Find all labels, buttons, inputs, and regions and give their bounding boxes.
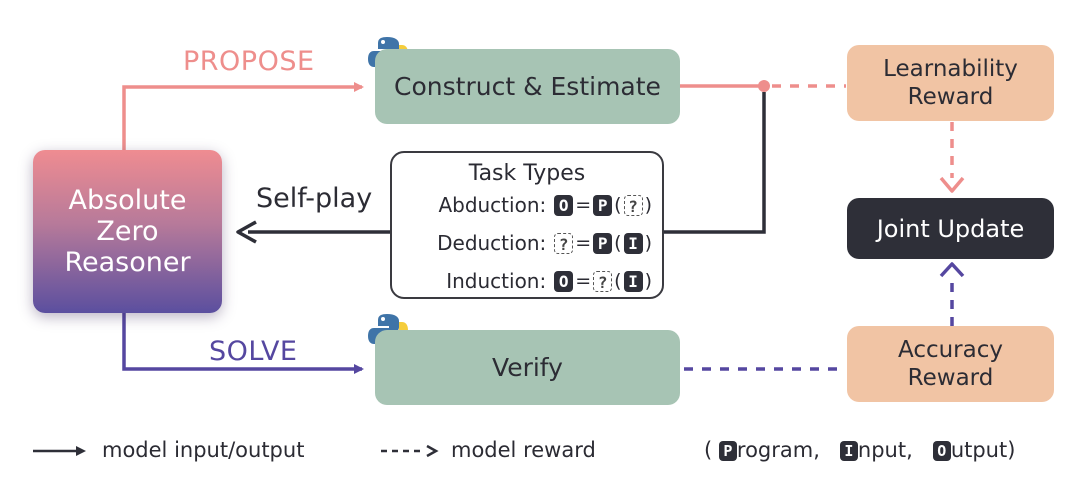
legend-output-glyph: O: [932, 441, 951, 461]
legend-dashed-label: model reward: [451, 438, 596, 462]
open-paren: (: [614, 270, 622, 292]
solve-label: SOLVE: [209, 336, 298, 367]
input-glyph: I: [623, 232, 643, 254]
equals-sign: =: [575, 270, 592, 292]
propose-arrow: [122, 82, 364, 150]
joint-update-box: Joint Update: [847, 198, 1054, 259]
task-row-induction: Induction: O = ? ( I ): [392, 269, 654, 293]
input-glyph: I: [623, 270, 643, 292]
output-glyph: O: [554, 270, 574, 292]
verify-box: Verify: [375, 330, 680, 405]
legend-program-glyph: P: [718, 441, 737, 461]
construct-estimate-box: Construct & Estimate: [375, 49, 680, 124]
task-name: Deduction:: [437, 231, 547, 255]
joint-update-label: Joint Update: [876, 214, 1025, 243]
junction-dot: [758, 80, 770, 92]
learnability-line-2: Reward: [907, 84, 994, 110]
legend-input-text: nput,: [857, 438, 913, 462]
learnability-reward-box: Learnability Reward: [847, 45, 1054, 121]
reasoner-line-1: Absolute: [68, 185, 187, 216]
verify-label: Verify: [492, 353, 563, 382]
legend-open-paren: (: [704, 438, 713, 462]
close-paren: ): [644, 232, 652, 254]
legend-output-text: utput): [950, 438, 1016, 462]
task-feed-line: [664, 92, 766, 234]
output-glyph: O: [554, 194, 574, 216]
legend-program-text: rogram,: [736, 438, 820, 462]
solve-arrow: [122, 313, 364, 374]
equals-sign: =: [575, 194, 592, 216]
reasoner-line-2: Zero: [96, 216, 159, 247]
task-row-deduction: Deduction: ? = P ( I ): [392, 231, 654, 255]
propose-label: PROPOSE: [183, 46, 315, 77]
legend-input-glyph: I: [839, 441, 858, 461]
program-glyph: P: [593, 232, 613, 254]
accuracy-line-2: Reward: [907, 365, 994, 391]
reasoner-line-3: Reasoner: [64, 247, 191, 278]
accuracy-line-1: Accuracy: [897, 337, 1003, 363]
equals-sign: =: [575, 232, 592, 254]
accuracy-arrowhead: [939, 262, 965, 278]
legend-solid-label: model input/output: [102, 438, 305, 462]
unknown-glyph: ?: [554, 232, 574, 254]
task-name: Induction:: [446, 269, 547, 293]
learnability-arrowhead: [939, 176, 965, 193]
task-types-box: Task Types Abduction: O = P ( ? ) Deduct…: [390, 151, 664, 299]
open-paren: (: [614, 232, 622, 254]
legend-dashed-arrowhead: [426, 444, 439, 458]
accuracy-reward-box: Accuracy Reward: [847, 326, 1054, 402]
self-play-arrowhead: [236, 220, 257, 244]
self-play-label: Self-play: [256, 183, 373, 214]
unknown-glyph: ?: [623, 194, 643, 216]
program-glyph: P: [593, 194, 613, 216]
close-paren: ): [644, 194, 652, 216]
absolute-zero-reasoner-box: Absolute Zero Reasoner: [33, 150, 222, 313]
unknown-glyph: ?: [593, 270, 613, 292]
task-name: Abduction:: [438, 193, 547, 217]
task-types-title: Task Types: [468, 161, 586, 186]
legend-solid-arrowhead: [76, 446, 86, 456]
construct-estimate-label: Construct & Estimate: [394, 72, 661, 101]
close-paren: ): [644, 270, 652, 292]
learnability-line-1: Learnability: [883, 56, 1018, 82]
task-row-abduction: Abduction: O = P ( ? ): [392, 193, 654, 217]
open-paren: (: [614, 194, 622, 216]
